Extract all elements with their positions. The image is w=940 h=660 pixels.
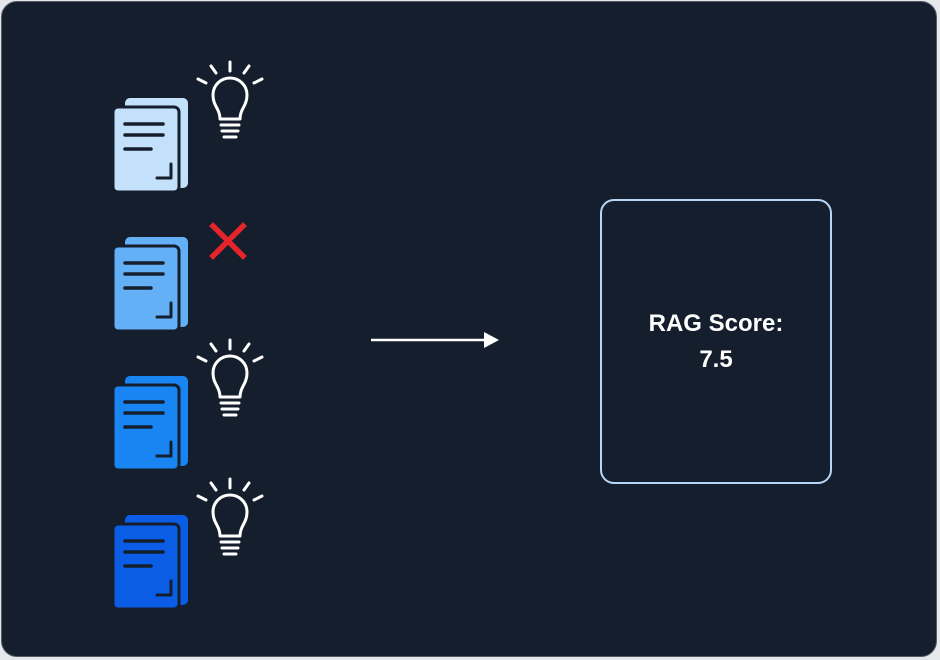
rag-score-value: 7.5 <box>699 345 733 373</box>
rag-score-label: RAG Score: <box>648 309 784 337</box>
document-stack-icon <box>111 98 188 194</box>
rag-score-box: RAG Score: 7.5 <box>600 199 832 484</box>
arrow-right-icon <box>371 332 499 348</box>
document-stack-icon <box>111 237 188 333</box>
document-stack-icon <box>111 515 188 611</box>
cross-icon <box>213 226 243 256</box>
lightbulb-icon <box>196 477 264 556</box>
document-stack-icon <box>111 376 188 472</box>
lightbulb-icon <box>196 60 264 139</box>
lightbulb-icon <box>196 338 264 417</box>
document-stack-group <box>111 60 264 611</box>
